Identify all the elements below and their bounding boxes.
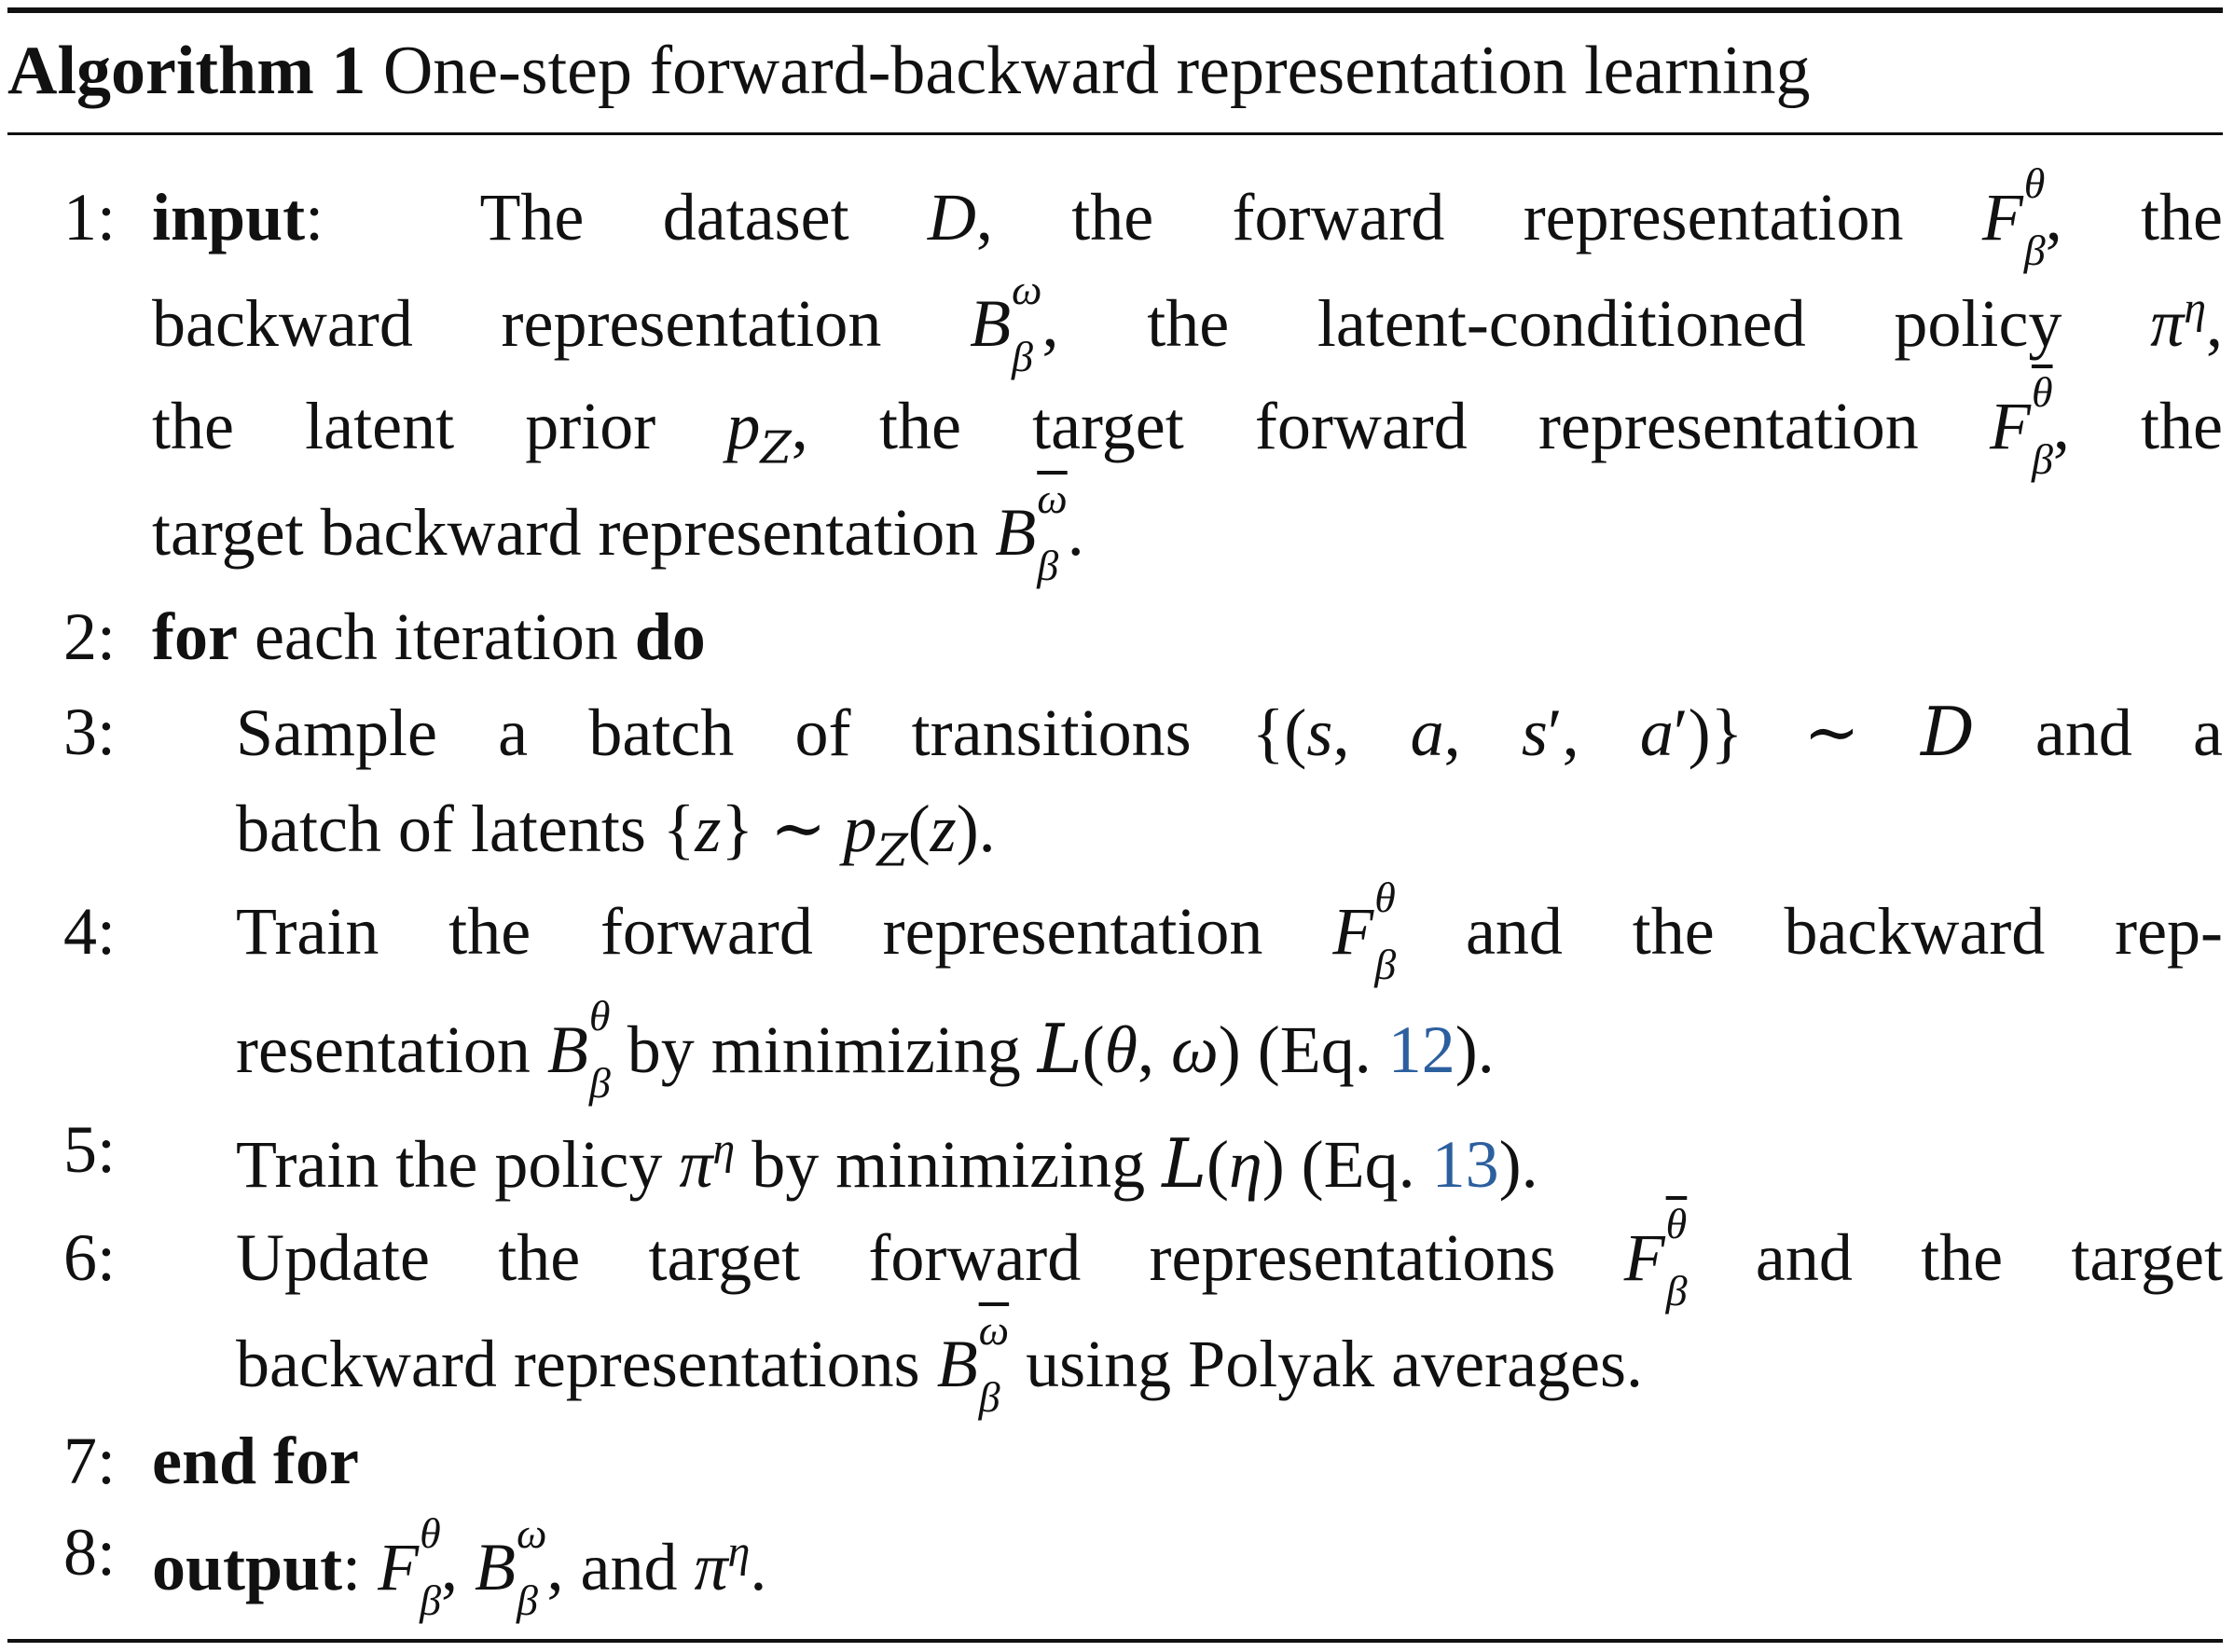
step-7-number: 7:: [62, 1424, 116, 1498]
step-2-keyword-for: for: [152, 599, 238, 674]
step-1-number: 1:: [62, 180, 116, 255]
step-8-keyword: output: [152, 1530, 343, 1604]
step-1-text-3: the latent prior pZ, the target forward …: [152, 368, 2224, 484]
bottom-rule: [7, 1639, 2223, 1643]
step-5-number: 5:: [62, 1112, 116, 1187]
eq-12-link[interactable]: 12: [1387, 1012, 1455, 1087]
step-3-text-1: Sample a batch of transitions {(s, a, s′…: [236, 693, 2224, 771]
step-1-text-1: input: The dataset D, the forward repres…: [152, 159, 2223, 275]
step-1-keyword: input: [152, 180, 306, 255]
algorithm-title: Algorithm 1 One-step forward-backward re…: [7, 24, 1811, 117]
algorithm-label: Algorithm 1: [7, 33, 366, 109]
top-rule: [7, 7, 2223, 13]
step-6-number: 6:: [62, 1220, 116, 1295]
step-6-text-1: Update the target forward representation…: [236, 1200, 2224, 1315]
step-7-text: end for: [152, 1419, 2223, 1503]
step-2-text: for each iteration do: [152, 595, 2223, 679]
algorithm-title-text: One-step forward-backward representation…: [382, 33, 1811, 109]
step-5-text: Train the policy πη by minimizing L(η) (…: [236, 1124, 1538, 1203]
eq-13-link[interactable]: 13: [1431, 1127, 1499, 1202]
step-4-number: 4:: [62, 894, 116, 969]
step-3-text-2: batch of latents {z} ∼ pZ(z).: [236, 792, 996, 877]
algorithm-block: Algorithm 1 One-step forward-backward re…: [7, 7, 2223, 1645]
step-2-body: each iteration: [254, 599, 618, 674]
step-3-number: 3:: [62, 695, 116, 769]
step-2-number: 2:: [62, 599, 116, 674]
header-rule: [7, 132, 2223, 135]
step-7-keyword: end for: [152, 1424, 359, 1498]
step-2-keyword-do: do: [634, 599, 706, 674]
step-8-number: 8:: [62, 1515, 116, 1590]
